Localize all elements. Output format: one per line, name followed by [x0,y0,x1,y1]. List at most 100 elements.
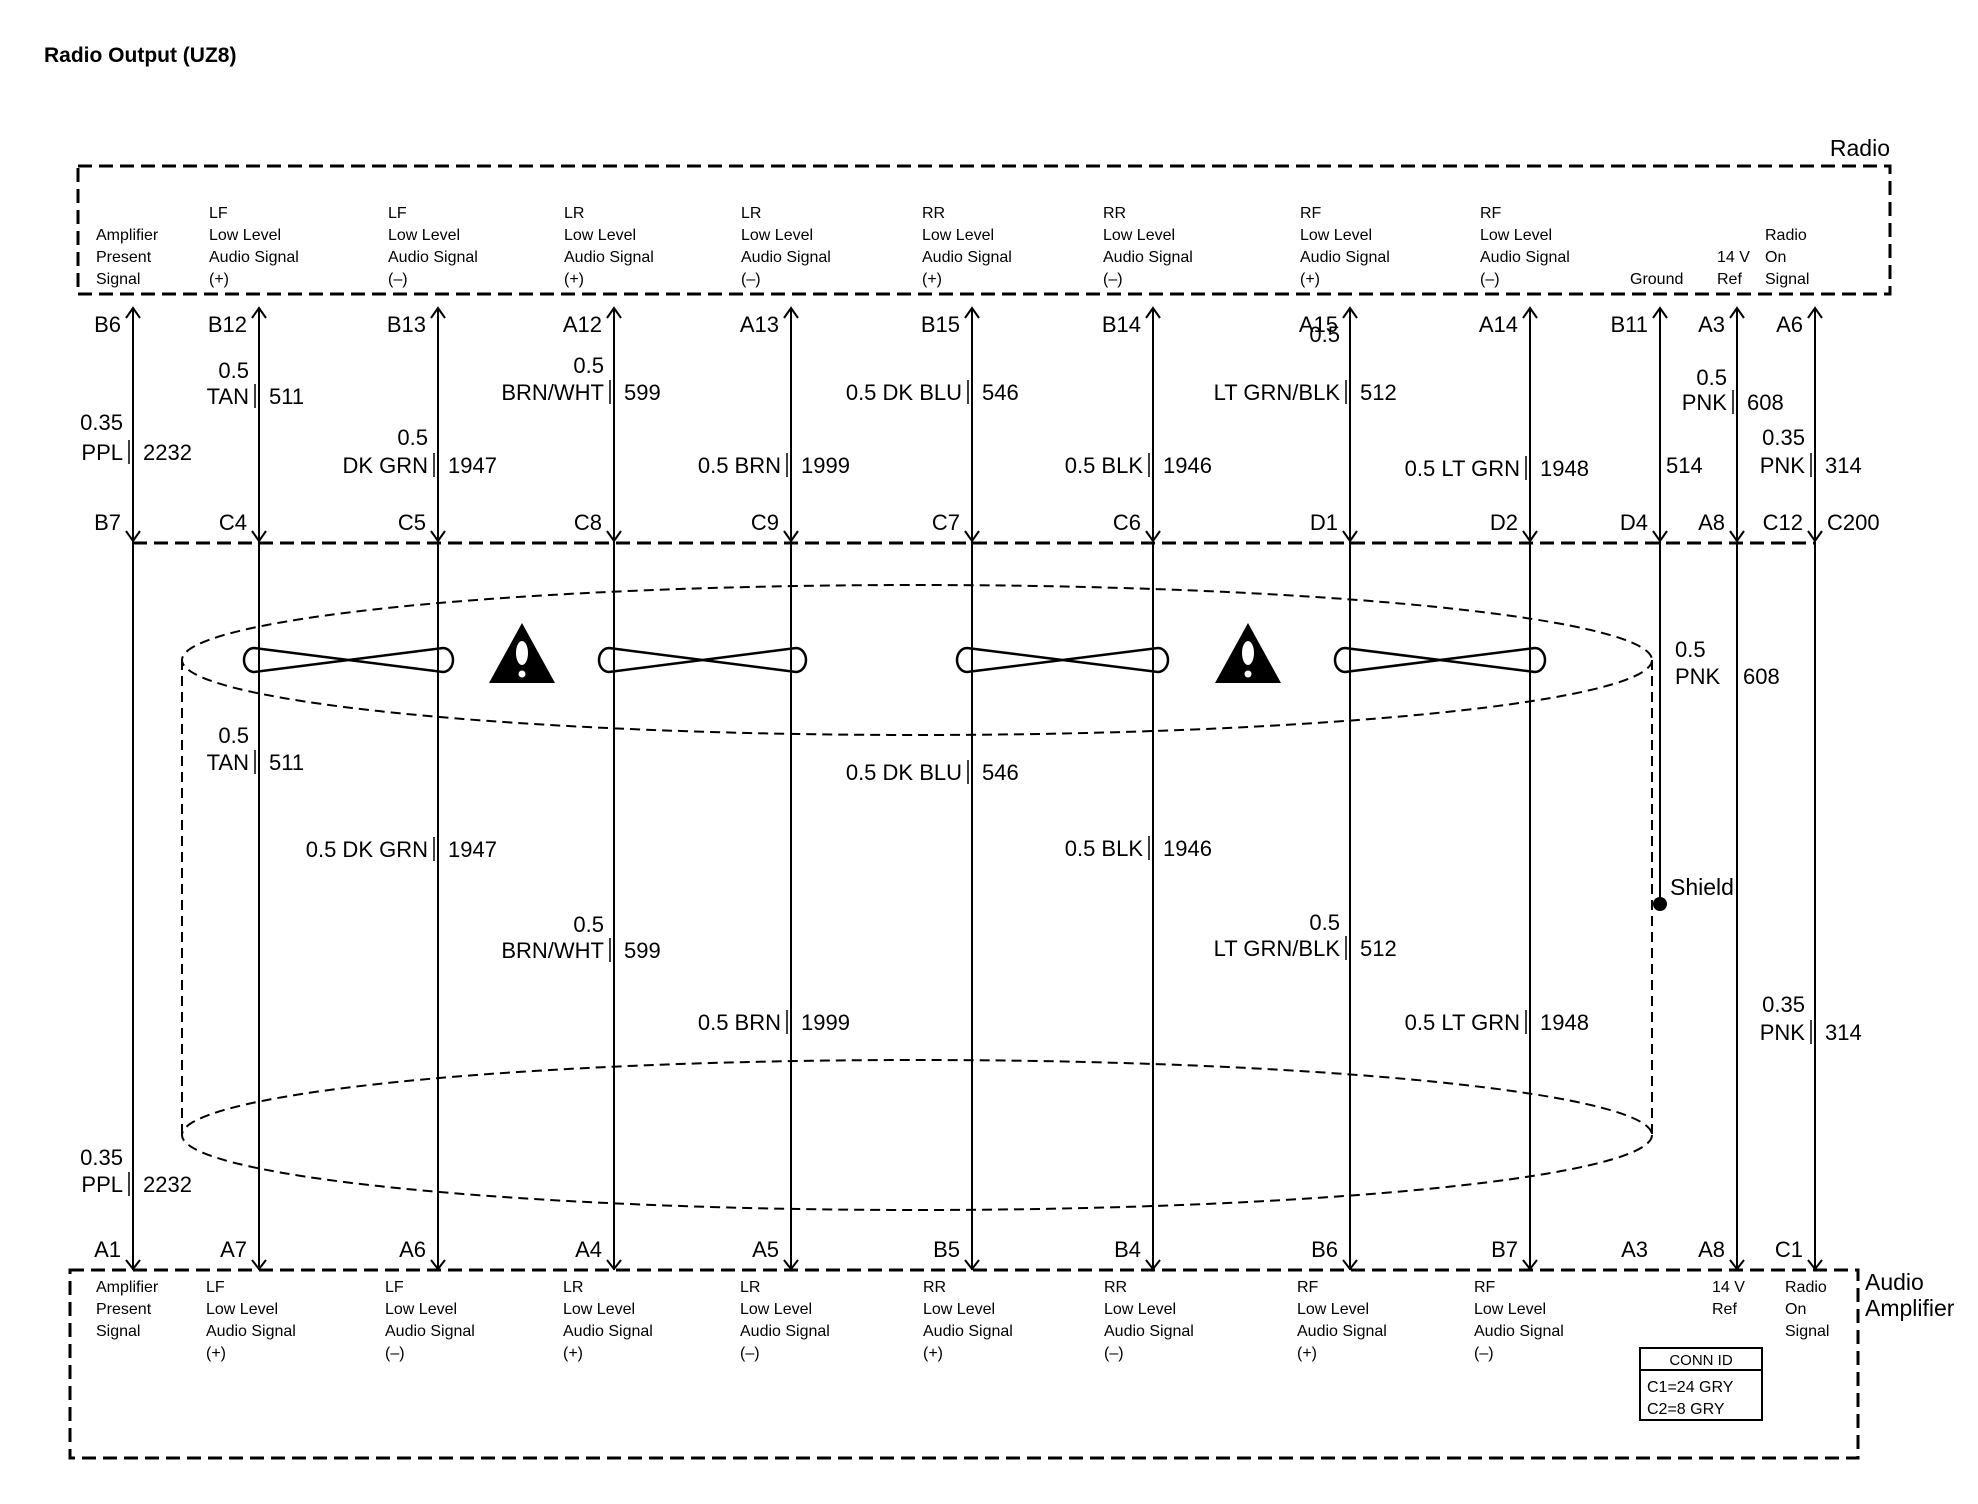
amplifier-terminal-label: Audio Signal [923,1323,1013,1340]
wire-circuit-number: 514 [1666,453,1703,478]
wire-circuit-number: 599 [624,380,661,405]
c200-pin-label: D4 [1620,510,1648,535]
wire-size-color: 0.5 DK BLU [846,380,962,405]
arrow-up-icon [1522,306,1538,319]
radio-terminal-label: Audio Signal [1103,249,1193,266]
wire-color: LT GRN/BLK [1214,380,1341,405]
amplifier-pin-label: B6 [1311,1237,1338,1262]
wire-color: PNK [1760,1020,1806,1045]
wire-size-color: 0.5 BLK [1065,836,1144,861]
amplifier-terminal-label: Amplifier [96,1279,159,1296]
radio-box [76,164,1892,296]
amplifier-terminal-label: (+) [923,1345,943,1362]
amplifier-terminal-label: Audio Signal [385,1323,475,1340]
radio-terminal-label: (–) [1103,271,1123,288]
amplifier-terminal-label: Audio Signal [563,1323,653,1340]
amplifier-pin-label: A6 [399,1237,426,1262]
radio-terminal-label: Low Level [1300,227,1372,244]
amplifier-label: Audio [1865,1269,1924,1295]
radio-terminal-label: RF [1480,205,1502,222]
wire-circuit-number: 1948 [1540,456,1589,481]
wire-color: DK GRN [342,453,428,478]
radio-terminal-label: Audio Signal [741,249,831,266]
amplifier-terminal-label: Low Level [1297,1301,1369,1318]
arrow-up-icon [251,306,267,319]
amplifier-pin-label: B7 [1491,1237,1518,1262]
radio-pin-label: B11 [1610,312,1648,337]
wire-circuit-number: 546 [982,760,1019,785]
arrow-down-icon [964,530,980,543]
radio-pin-label: A6 [1776,312,1803,337]
wire-color: PNK [1760,453,1806,478]
radio-terminal-label: (–) [741,271,761,288]
amplifier-terminal-label: RR [1104,1279,1127,1296]
radio-terminal-label: LF [209,205,228,222]
amplifier-pin-label: A1 [94,1237,121,1262]
arrow-up-icon [606,306,622,319]
radio-terminal-label: Audio Signal [564,249,654,266]
radio-terminal-label: On [1765,249,1786,266]
arrow-down-icon [783,530,799,543]
wire-size-color: 0.5 BLK [1065,453,1144,478]
twisted-pair-icon [1333,646,1547,674]
radio-terminal-label: (+) [1300,271,1320,288]
radio-terminal-label: Audio Signal [1480,249,1570,266]
amplifier-terminal-label: (–) [1104,1345,1124,1362]
wire-circuit-number: 546 [982,380,1019,405]
wire-circuit-number: 511 [269,750,304,775]
radio-terminal-label: Ground [1630,271,1683,288]
wire-color: PNK [1682,390,1728,415]
amplifier-terminal-label: Radio [1785,1279,1827,1296]
amplifier-terminal-label: (–) [740,1345,760,1362]
c200-pin-label: C4 [219,510,247,535]
radio-terminal-label: Low Level [564,227,636,244]
arrow-up-icon [1729,306,1745,319]
wire-color: LT GRN/BLK [1214,936,1341,961]
wire-size: 0.5 [218,358,249,383]
caution-exclamation-dot [518,670,526,678]
radio-terminal-label: Audio Signal [388,249,478,266]
wire-size: 0.5 [397,425,428,450]
twisted-pair-icon [242,646,455,674]
radio-terminal-label: (+) [922,271,942,288]
amplifier-terminal-label: LR [740,1279,760,1296]
radio-terminal-label: Signal [96,271,140,288]
amplifier-terminal-label: RF [1297,1279,1319,1296]
caution-triangle-icon [489,623,555,683]
radio-terminal-label: (–) [388,271,408,288]
wire-size-color: 0.5 DK BLU [846,760,962,785]
wire-color: PNK [1675,664,1721,689]
radio-pin-label: A15 [1299,312,1338,337]
radio-terminal-label: (+) [564,271,584,288]
wire-circuit-number: 1947 [448,453,497,478]
shield-bottom-ellipse [181,1059,1653,1211]
radio-terminal-label: LR [564,205,584,222]
amplifier-terminal-label: RF [1474,1279,1496,1296]
arrow-up-icon [1807,306,1823,319]
radio-terminal-label: Low Level [922,227,994,244]
wire-color: BRN/WHT [501,938,604,963]
radio-terminal-label: Low Level [1480,227,1552,244]
radio-pin-label: A13 [740,312,779,337]
amplifier-terminal-label: Audio Signal [206,1323,296,1340]
arrow-up-icon [1342,306,1358,319]
arrow-down-icon [1522,530,1538,543]
wire-color: TAN [207,750,249,775]
radio-terminal-label: RF [1300,205,1322,222]
wire-color: BRN/WHT [501,380,604,405]
amplifier-terminal-label: LR [563,1279,583,1296]
c200-pin-label: D2 [1490,510,1518,535]
wire-size-color: 0.5 LT GRN [1405,456,1520,481]
wire-circuit-number: 511 [269,384,304,409]
wire-size: 0.5 [1309,910,1340,935]
caution-exclamation-bar [1242,641,1254,665]
amplifier-terminal-label: Audio Signal [740,1323,830,1340]
amplifier-pin-label: A5 [752,1237,779,1262]
radio-pin-label: A12 [563,312,602,337]
radio-terminal-label: LF [388,205,407,222]
wire-size: 0.5 [573,912,604,937]
radio-terminal-label: Ref [1717,271,1742,288]
amplifier-pin-label: A7 [220,1237,247,1262]
wire-circuit-number: 1947 [448,837,497,862]
